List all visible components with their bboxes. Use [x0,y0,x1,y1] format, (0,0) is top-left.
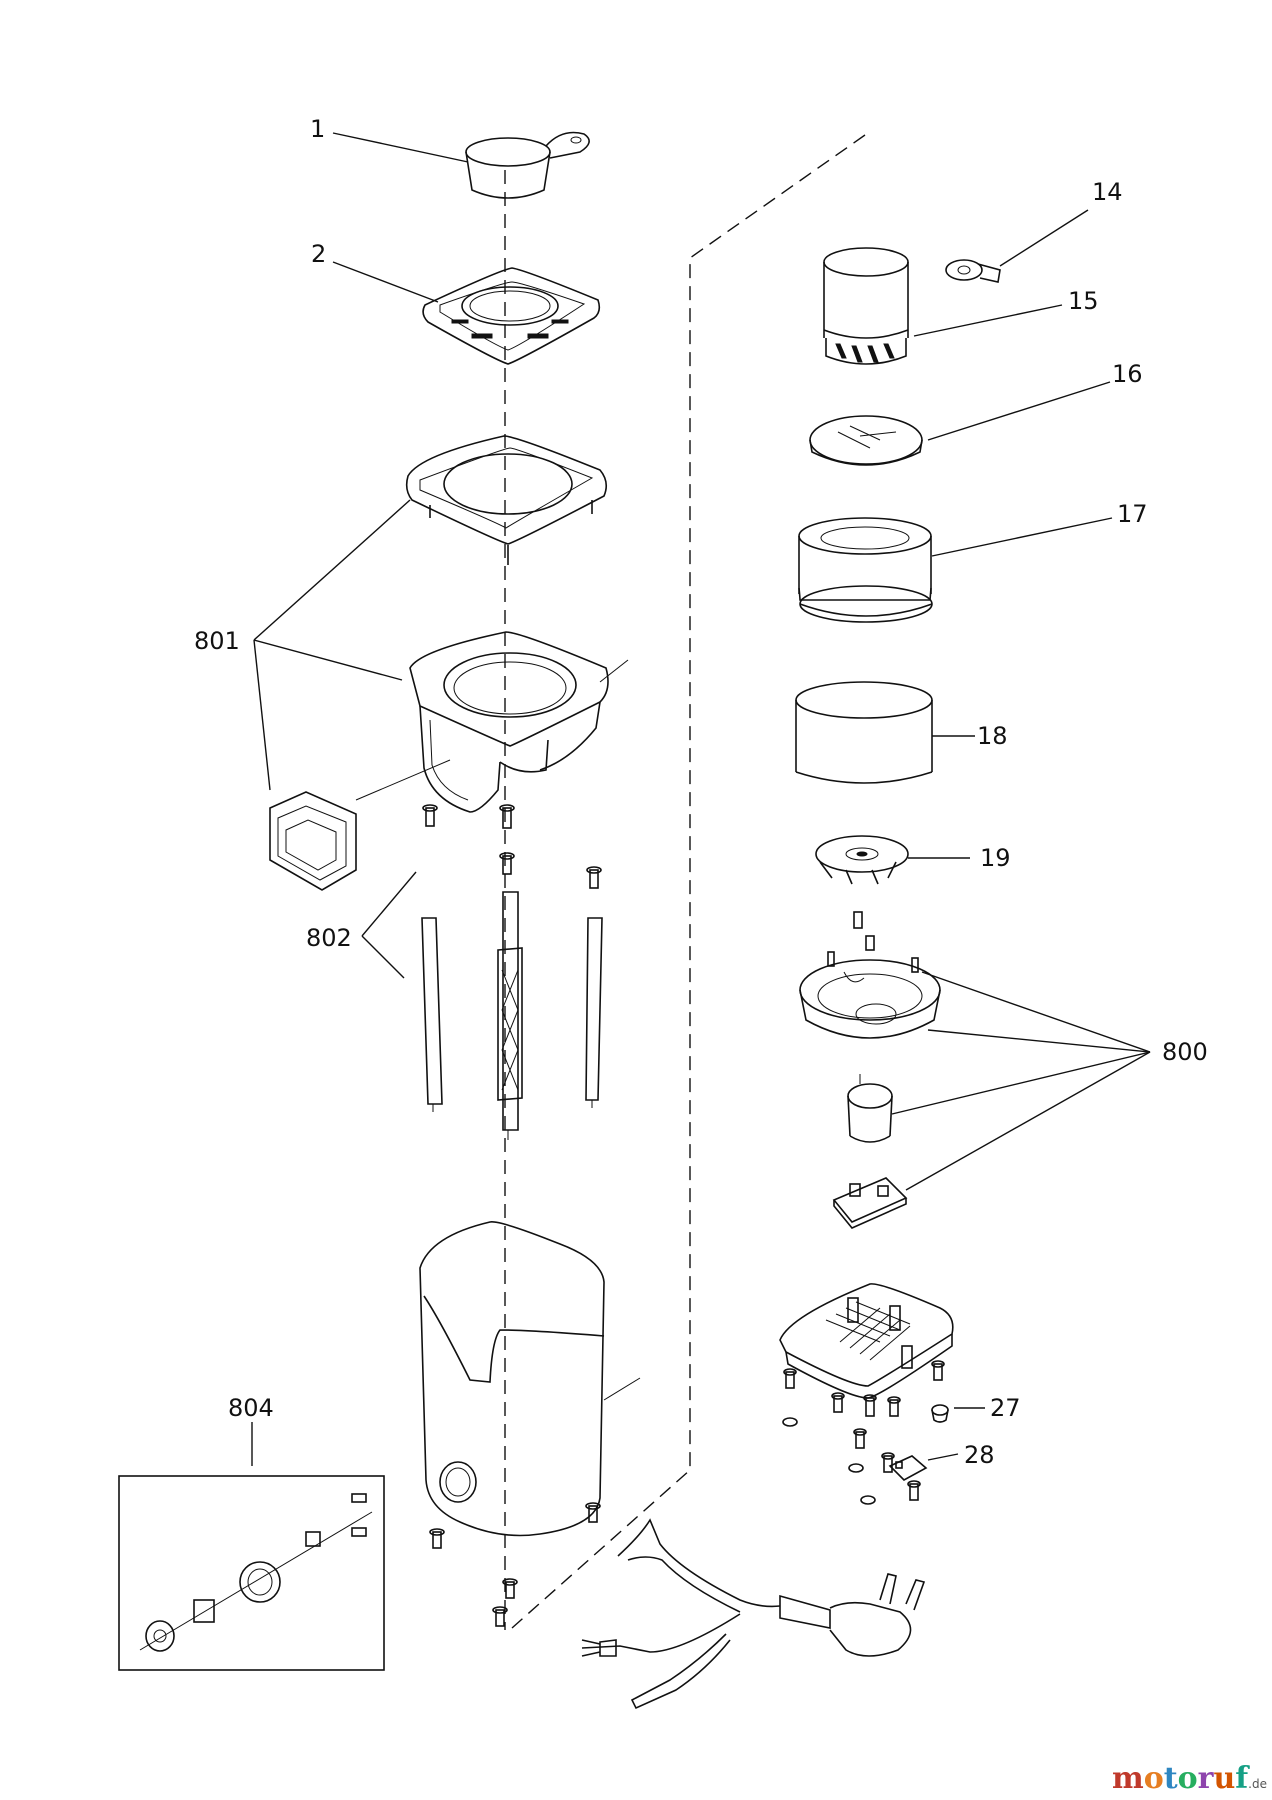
logo-letter: m [1112,1761,1144,1796]
label-part-800: 800 [1162,1038,1208,1066]
part-power-cord [581,1518,926,1710]
part-28-small-board [888,1455,928,1481]
label-part-17: 17 [1117,500,1148,528]
label-part-18: 18 [977,722,1008,750]
label-part-14: 14 [1092,178,1123,206]
part-14-thermal-fuse [945,259,1001,283]
part-16-disc [809,415,923,466]
part-801-front-panel [269,759,451,891]
part-18-sleeve [795,681,933,784]
label-part-28: 28 [964,1441,995,1469]
label-part-16: 16 [1112,360,1143,388]
svg-text:motoruf.de: motoruf.de [1112,1761,1267,1796]
label-part-19: 19 [980,844,1011,872]
part-27-nut [931,1404,949,1423]
motoruf-logo: motoruf.de [1112,1761,1267,1796]
part-801-upper-ring [405,435,608,565]
label-part-804: 804 [228,1394,274,1422]
assembly-axis-right [511,134,866,1629]
part-water-tank [419,1221,641,1627]
label-part-802: 802 [306,924,352,952]
leader-lines [253,132,1151,1461]
label-part-2: 2 [311,240,326,268]
part-19-impeller [815,835,909,885]
part-802-support-rods [421,891,603,1140]
label-part-27: 27 [990,1394,1021,1422]
label-part-15: 15 [1068,287,1099,315]
logo-letter: f [1235,1761,1250,1796]
part-17-housing-ring [798,517,933,623]
label-part-801: 801 [194,627,240,655]
part-801-main-housing [409,631,629,813]
logo-letter: r [1198,1761,1215,1796]
logo-letter: u [1213,1761,1235,1796]
part-802-screws [422,804,602,889]
part-2-lid-frame [422,267,601,365]
callout-labels: 1 2 14 15 16 17 18 19 27 28 800 801 802 … [194,115,1208,1469]
part-804-switch-assembly-box [118,1422,385,1671]
logo-letter: o [1178,1761,1198,1796]
logo-suffix: .de [1248,1777,1267,1791]
part-1-measuring-cup [465,131,590,199]
label-part-1: 1 [310,115,325,143]
part-800-circuit-board [832,1177,908,1229]
part-base-tray [779,1283,954,1399]
logo-letter: o [1144,1761,1164,1796]
part-base-screws [782,1360,945,1505]
logo-letter: t [1164,1761,1178,1796]
part-800-base-housing [799,911,941,1039]
part-15-fan-cylinder [823,247,909,365]
part-800-motor [847,1074,893,1143]
